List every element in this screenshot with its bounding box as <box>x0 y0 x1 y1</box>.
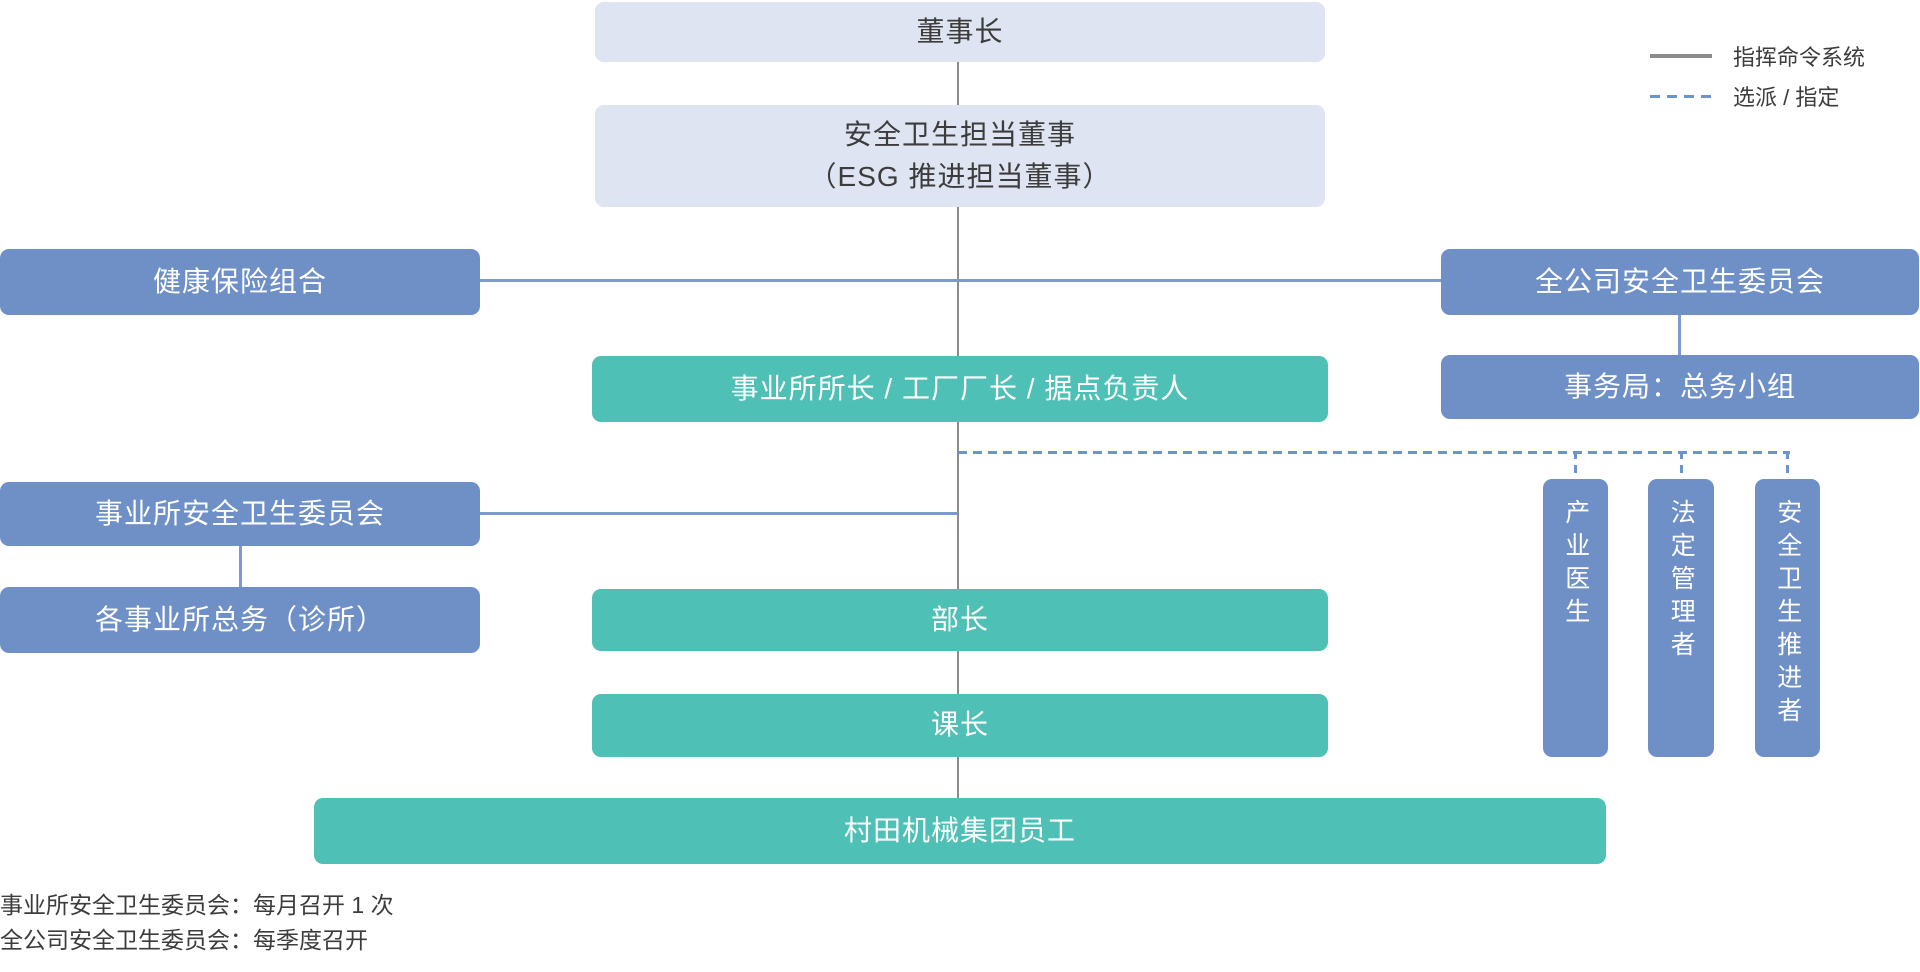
connector-insurance-companywide <box>480 279 1441 282</box>
node-safety-director-label-line1: 安全卫生担当董事 <box>843 118 1076 150</box>
connector-sitehead-bucho <box>957 422 959 589</box>
dashed-connector-main <box>958 451 1790 454</box>
node-site-general-affairs-label: 各事业所总务（诊所） <box>94 603 385 635</box>
footnotes: 事业所安全卫生委员会：每月召开 1 次 全公司安全卫生委员会：每季度召开 <box>0 888 394 958</box>
footnote-site-committee: 事业所安全卫生委员会：每月召开 1 次 <box>0 892 394 918</box>
node-health-insurance: 健康保险组合 <box>0 249 480 315</box>
legend-appointment-label: 选派 / 指定 <box>1733 85 1840 110</box>
legend-command-label: 指挥命令系统 <box>1733 45 1866 70</box>
node-site-head: 事业所所长 / 工厂厂长 / 据点负责人 <box>592 356 1328 422</box>
node-industrial-physician: 产业医生 <box>1543 479 1608 757</box>
dashed-drop-legal-manager <box>1680 451 1683 479</box>
node-health-insurance-label: 健康保险组合 <box>152 265 327 297</box>
legend-dashed-line-icon <box>1650 94 1712 98</box>
node-department-head-label: 部长 <box>930 603 989 635</box>
node-companywide-committee: 全公司安全卫生委员会 <box>1441 249 1919 315</box>
node-safety-promoter-label: 安全卫生推进者 <box>1773 499 1802 730</box>
node-secretariat: 事务局：总务小组 <box>1441 355 1919 419</box>
connector-sitecommittee-center <box>480 512 958 515</box>
node-companywide-committee-label: 全公司安全卫生委员会 <box>1534 265 1825 297</box>
node-safety-director-label-line2: （ESG 推进担当董事） <box>808 161 1112 192</box>
footnote-companywide-committee: 全公司安全卫生委员会：每季度召开 <box>0 927 368 953</box>
node-legal-manager-label: 法定管理者 <box>1667 499 1696 664</box>
node-employees-label: 村田机械集团员工 <box>843 814 1076 846</box>
connector-chairman-director <box>957 62 959 106</box>
legend-solid-line-icon <box>1650 54 1712 58</box>
node-safety-director: 安全卫生担当董事 （ESG 推进担当董事） <box>595 105 1325 207</box>
node-section-head-label: 课长 <box>930 709 989 741</box>
dashed-drop-promoter <box>1786 451 1789 479</box>
legend-appointment-row: 选派 / 指定 <box>1650 80 1839 112</box>
node-site-head-label: 事业所所长 / 工厂厂长 / 据点负责人 <box>730 372 1190 404</box>
node-legal-manager: 法定管理者 <box>1648 479 1714 757</box>
dashed-drop-physician <box>1574 451 1577 479</box>
node-chairman: 董事长 <box>595 2 1325 62</box>
node-site-general-affairs: 各事业所总务（诊所） <box>0 587 480 653</box>
node-industrial-physician-label: 产业医生 <box>1561 499 1590 631</box>
node-chairman-label: 董事长 <box>916 15 1004 47</box>
connector-bucho-kacho <box>957 651 959 694</box>
node-employees: 村田机械集团员工 <box>314 798 1606 864</box>
connector-kacho-employees <box>957 757 959 798</box>
legend-command-row: 指挥命令系统 <box>1650 40 1865 72</box>
node-site-committee: 事业所安全卫生委员会 <box>0 482 480 546</box>
node-site-committee-label: 事业所安全卫生委员会 <box>94 497 385 529</box>
node-secretariat-label: 事务局：总务小组 <box>1563 370 1796 402</box>
node-safety-promoter: 安全卫生推进者 <box>1755 479 1820 757</box>
connector-companywide-secretariat <box>1678 315 1681 355</box>
node-department-head: 部长 <box>592 589 1328 651</box>
node-section-head: 课长 <box>592 694 1328 757</box>
connector-sitecommittee-general <box>239 546 242 587</box>
